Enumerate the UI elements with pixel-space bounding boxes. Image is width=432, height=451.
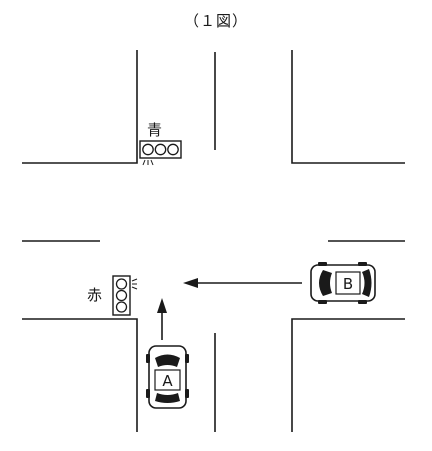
curb-bottom-right — [291, 318, 405, 432]
signal-lamp-green — [142, 143, 154, 156]
vehicle-a: A — [146, 345, 189, 409]
windshield — [155, 354, 180, 367]
signal-rays-top — [142, 159, 154, 166]
figure-title: （１図） — [183, 12, 248, 30]
vehicle-b: B — [310, 262, 376, 304]
windshield — [319, 270, 332, 296]
signal-lamp-red — [167, 143, 179, 156]
roof-panel — [154, 369, 181, 391]
curb-top-right — [291, 50, 405, 164]
rear-window — [362, 269, 372, 297]
signal-lamp-yellow — [115, 289, 128, 302]
lane-lines — [22, 52, 405, 432]
traffic-signal-left: 赤 — [87, 275, 138, 316]
vehicle-a-label: A — [162, 372, 173, 390]
signal-label-top: 青 — [147, 121, 162, 139]
signal-lamp-yellow — [154, 143, 167, 156]
traffic-signal-top: 青 — [139, 121, 182, 166]
roof-panel — [335, 271, 361, 295]
rear-window — [155, 393, 180, 403]
vehicle-b-arrow — [183, 278, 302, 288]
road-edges — [22, 50, 405, 432]
curb-top-left — [22, 50, 138, 164]
signal-rays-left — [131, 278, 138, 290]
curb-bottom-left — [22, 318, 138, 432]
signal-lamp-red — [115, 278, 128, 290]
signal-label-left: 赤 — [87, 286, 102, 304]
vehicle-b-label: B — [343, 275, 353, 293]
vehicle-a-arrow — [157, 298, 167, 340]
signal-lamp-green — [115, 301, 128, 313]
